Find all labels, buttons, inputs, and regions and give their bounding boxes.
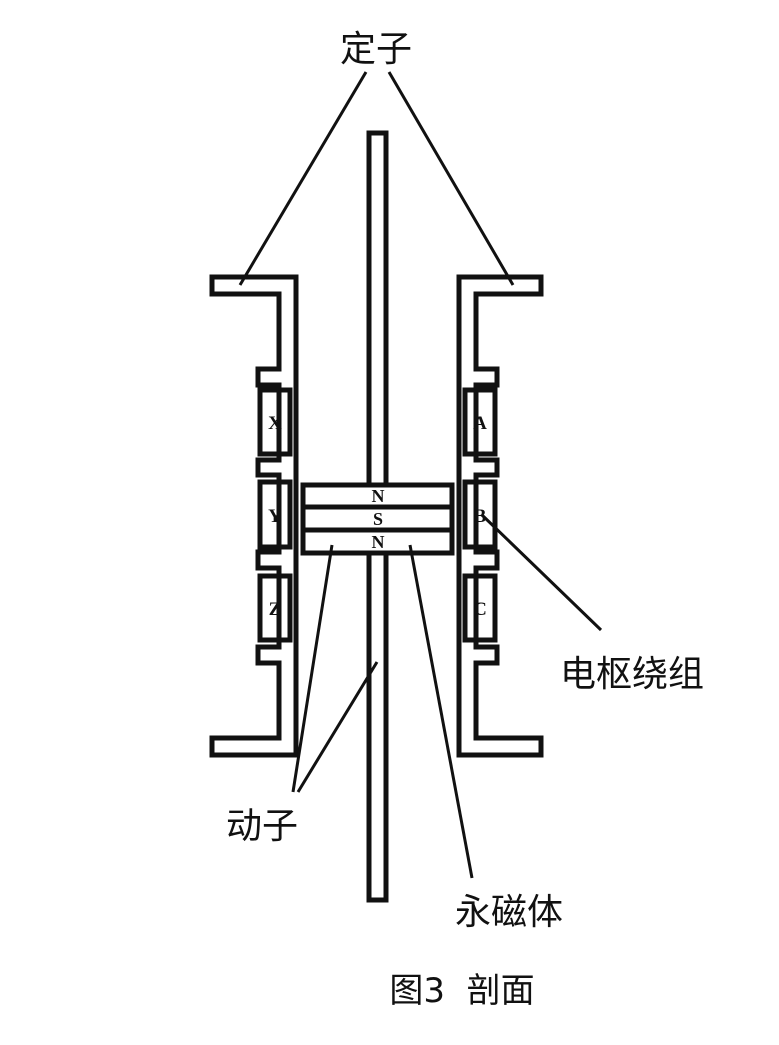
leader-mover-magnet: [291, 544, 334, 793]
coil-label-c: C: [473, 599, 487, 620]
coil-x: [257, 387, 293, 457]
permanent-magnet-label: 永磁体: [455, 892, 563, 933]
coil-label-z: Z: [269, 599, 282, 620]
magnet-pole-middle: S: [373, 509, 383, 529]
left-stator: [209, 274, 299, 758]
leader-stator-right: [387, 71, 515, 286]
coil-a: [462, 387, 498, 457]
coil-label-a: A: [473, 413, 487, 434]
leader-magnet: [408, 544, 474, 879]
mover-label: 动子: [226, 806, 298, 847]
coil-y: [257, 479, 293, 550]
figure-caption: 图3 剖面: [389, 971, 534, 1011]
coil-b: [462, 479, 498, 550]
coil-z: [257, 573, 293, 643]
coil-label-b: B: [474, 506, 487, 527]
coil-label-x: X: [268, 413, 282, 434]
magnet-pole-bottom: N: [372, 532, 385, 552]
leader-mover-shaft: [296, 661, 379, 793]
permanent-magnet: [300, 482, 455, 556]
coil-label-y: Y: [268, 506, 282, 527]
leader-stator-left: [238, 71, 368, 286]
stator-label: 定子: [340, 29, 412, 70]
right-stator: [456, 274, 544, 758]
magnet-pole-top: N: [372, 486, 385, 506]
coil-c: [462, 573, 498, 643]
armature-winding-label: 电枢绕组: [560, 654, 704, 695]
leader-winding: [480, 513, 603, 632]
